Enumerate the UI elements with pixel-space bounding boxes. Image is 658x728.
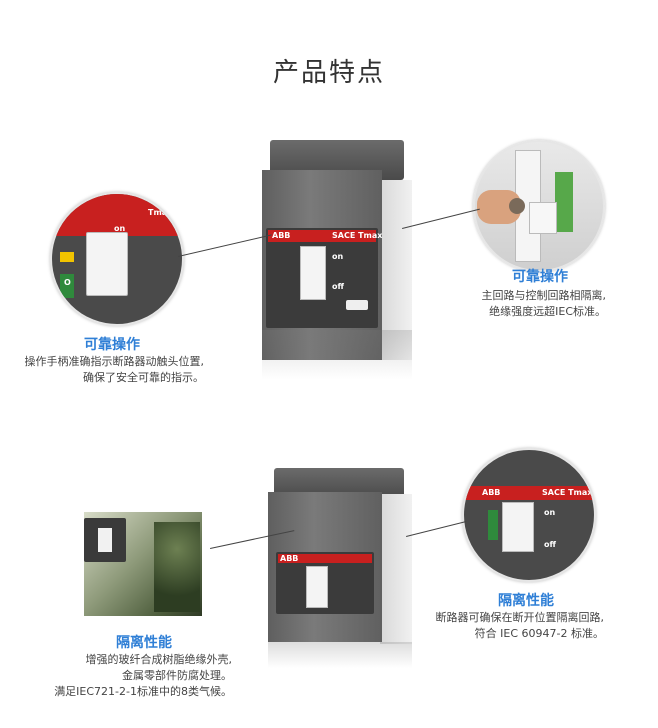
- operating-handle: [300, 246, 326, 300]
- handle-closeup-photo: on Tmax O: [50, 192, 184, 326]
- section-heading: 隔离性能: [498, 593, 554, 609]
- section-description: 增强的玻纤合成树脂绝缘外壳, 金属零部件防腐处理。 满足IEC721-2-1标准…: [54, 653, 232, 698]
- section-heading: 可靠操作: [512, 269, 568, 285]
- section-description: 主回路与控制回路相隔离, 绝缘强度远超IEC标准。: [481, 289, 607, 318]
- model-label: SACE Tmax: [332, 231, 383, 240]
- breaker-upper: ABB SACE Tmax on off: [262, 140, 417, 380]
- humid-climate-photo: [84, 512, 202, 616]
- section-heading: 隔离性能: [116, 635, 172, 651]
- off-label: off: [332, 282, 344, 291]
- section-description: 断路器可确保在断开位置隔离回路, 符合 IEC 60947-2 标准。: [435, 611, 605, 640]
- page-title: 产品特点: [272, 58, 385, 88]
- on-label: on: [332, 252, 344, 261]
- connector-line: [178, 234, 272, 257]
- control-circuit-photo: [473, 140, 605, 272]
- section-description: 操作手柄准确指示断路器动触头位置, 确保了安全可靠的指示。: [24, 355, 205, 384]
- isolation-closeup-photo: ABB SACE Tmax on off: [462, 448, 596, 582]
- section-heading: 可靠操作: [84, 337, 140, 353]
- brand-label: ABB: [272, 231, 291, 240]
- breaker-lower: ABB: [268, 468, 418, 668]
